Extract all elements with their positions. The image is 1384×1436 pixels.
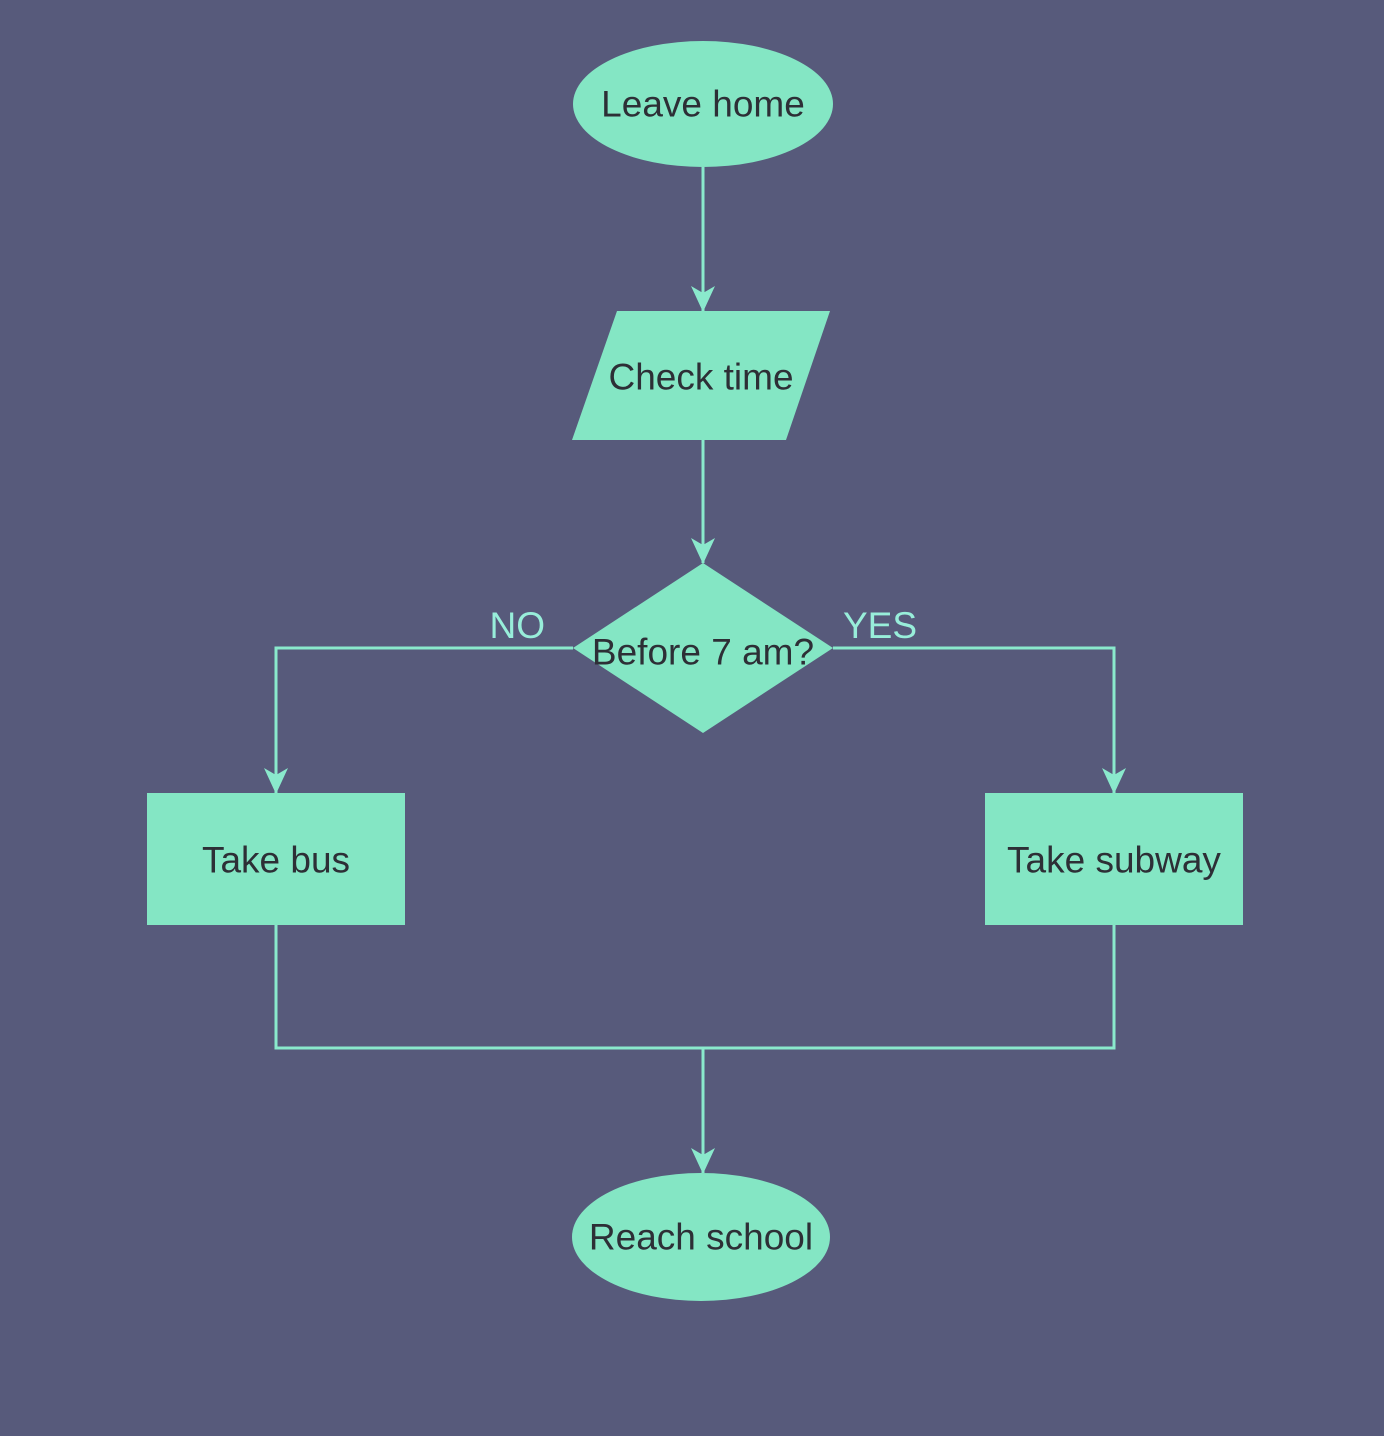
- node-decision: Before 7 am?: [573, 563, 833, 733]
- node-label: Before 7 am?: [592, 632, 814, 673]
- node-take-bus: Take bus: [147, 793, 405, 925]
- connector-line: [274, 925, 704, 1050]
- parallelogram-shape: [572, 311, 830, 440]
- edge-label-no: NO: [490, 605, 546, 646]
- diamond-shape: [573, 563, 833, 733]
- edge-decision-to-bus: NO: [264, 605, 573, 794]
- process-shape: [985, 793, 1243, 925]
- node-label: Take bus: [202, 840, 350, 881]
- edge-bus-to-end: [274, 925, 704, 1050]
- node-end: Reach school: [572, 1173, 830, 1301]
- connector-line: [691, 925, 1116, 1174]
- node-start: Leave home: [573, 41, 833, 167]
- node-label: Take subway: [1007, 840, 1221, 881]
- node-take-subway: Take subway: [985, 793, 1243, 925]
- connector-line: [833, 646, 1126, 794]
- node-label: Check time: [608, 357, 793, 398]
- edge-label-yes: YES: [843, 605, 917, 646]
- edge-decision-to-subway: YES: [833, 605, 1126, 794]
- node-check-time: Check time: [572, 311, 830, 440]
- terminator-shape: [572, 1173, 830, 1301]
- process-shape: [147, 793, 405, 925]
- edge-subway-to-end: [691, 925, 1116, 1174]
- connector-line: [264, 646, 573, 794]
- node-label: Leave home: [601, 84, 805, 125]
- terminator-shape: [573, 41, 833, 167]
- node-label: Reach school: [589, 1217, 813, 1258]
